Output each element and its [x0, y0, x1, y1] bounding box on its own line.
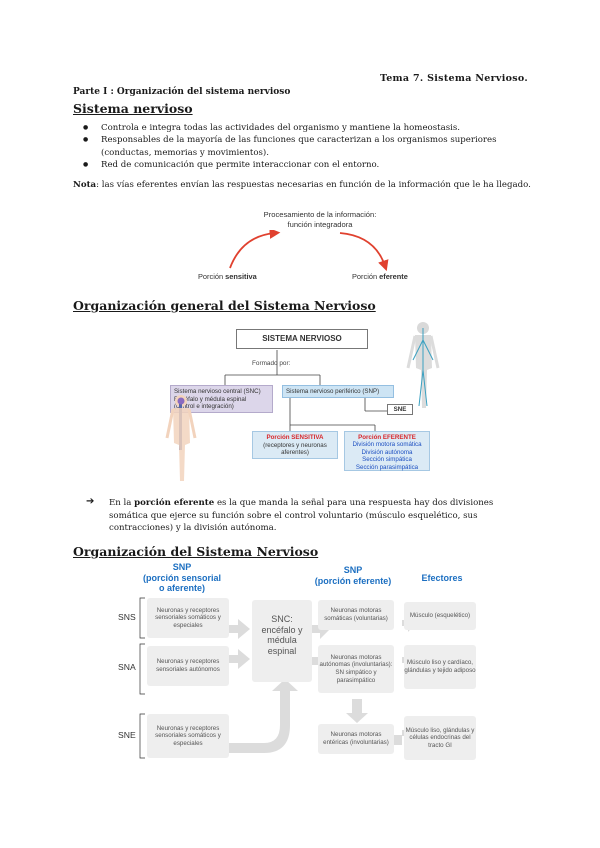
topic-title: Tema 7. Sistema Nervioso.	[379, 73, 528, 84]
snc-center-box: SNC: encéfalo y médula espinal	[252, 600, 312, 682]
efferent-item: Sección simpática	[362, 456, 412, 464]
row-label-sns: SNS	[118, 612, 136, 622]
sns-effector-box: Músculo (esquelético)	[404, 602, 476, 630]
sensitive-body: (receptores y neuronas aferentes)	[263, 441, 327, 457]
list-item: Controla e integra todas las actividades…	[73, 122, 543, 135]
note-bold: porción eferente	[134, 498, 215, 508]
efferent-note: En la porción eferente es la que manda l…	[109, 497, 529, 535]
human-figure-nervous-icon	[406, 322, 440, 408]
arrow-bullet-icon: ➔	[86, 496, 95, 507]
efferent-item: División motora somática	[352, 441, 422, 449]
row-label-sna: SNA	[118, 662, 136, 672]
sna-motor-box: Neuronas motoras autónomas (involuntaria…	[318, 645, 394, 693]
chart-sne: SNE	[387, 404, 413, 415]
col-head-efferent: SNP (porción eferente)	[314, 565, 392, 586]
efferent-title: Porción EFERENTE	[358, 434, 416, 441]
sne-effector-box: Músculo liso, glándulas y células endocr…	[404, 716, 476, 760]
section-title-organizacion: Organización del Sistema Nervioso	[73, 544, 319, 559]
sne-motor-box: Neuronas motoras entéricas (involuntaria…	[318, 724, 394, 754]
efferent-item: Sección parasimpática	[355, 463, 419, 471]
integration-line-2: función integradora	[287, 220, 353, 229]
list-item: Red de comunicación que permite interacc…	[73, 159, 543, 172]
efferent-item: División autónoma	[361, 448, 413, 456]
human-figure-sensory-icon	[165, 395, 197, 481]
snc-line-3: (control e integración)	[174, 403, 234, 410]
row-brackets	[139, 597, 145, 759]
chart-snp: Sistema nervioso periférico (SNP)	[282, 385, 394, 398]
sne-sensory-box: Neuronas y receptores sensoriales somáti…	[147, 714, 229, 758]
note-pre: En la	[109, 498, 135, 508]
sna-sensory-box: Neuronas y receptores sensoriales autóno…	[147, 646, 229, 686]
integration-arrows	[229, 230, 389, 272]
list-item: Responsables de la mayoría de las funcio…	[73, 134, 543, 159]
snc-line-1: Sistema nervioso central (SNC)	[174, 388, 261, 395]
org-chart-lines	[224, 350, 387, 431]
col-head-effectors: Efectores	[421, 573, 463, 583]
left-arrow	[229, 230, 281, 269]
integration-line-1: Procesamiento de la información:	[263, 210, 377, 219]
chart-root: SISTEMA NERVIOSO	[236, 329, 368, 349]
chart-sensitive: Porción SENSITIVA (receptores y neuronas…	[252, 431, 338, 459]
note-text: : las vías eferentes envían las respuest…	[96, 180, 531, 190]
note-paragraph: Nota: las vías eferentes envían las resp…	[73, 179, 543, 192]
sna-effector-box: Músculo liso y cardíaco, glándulas y tej…	[404, 645, 476, 689]
col-head-sensory: SNP (porción sensorial o aferente)	[142, 562, 222, 593]
chart-formed-by: Formado por:	[252, 360, 291, 367]
right-arrow	[339, 232, 389, 272]
note-label: Nota	[73, 180, 97, 190]
efferent-label: Porción eferente	[352, 272, 408, 281]
row-label-sne: SNE	[118, 730, 136, 740]
sns-sensory-box: Neuronas y receptores sensoriales somáti…	[147, 598, 229, 638]
section-title-sistema-nervioso: Sistema nervioso	[73, 101, 193, 116]
snc-line-2: Encéfalo y médula espinal	[174, 395, 247, 403]
sensitive-title: Porción SENSITIVA	[266, 434, 324, 441]
section-title-organizacion-general: Organización general del Sistema Nervios…	[73, 298, 376, 313]
sensitive-label: Porción sensitiva	[198, 272, 257, 281]
bullet-list: Controla e integra todas las actividades…	[73, 122, 543, 171]
integration-label: Procesamiento de la información: función…	[220, 210, 420, 230]
part-title: Parte I : Organización del sistema nervi…	[73, 87, 291, 97]
chart-efferent: Porción EFERENTE División motora somátic…	[344, 431, 430, 471]
sns-motor-box: Neuronas motoras somáticas (voluntarias)	[318, 600, 394, 630]
note-post: es la que manda la señal para una respue…	[109, 498, 494, 533]
